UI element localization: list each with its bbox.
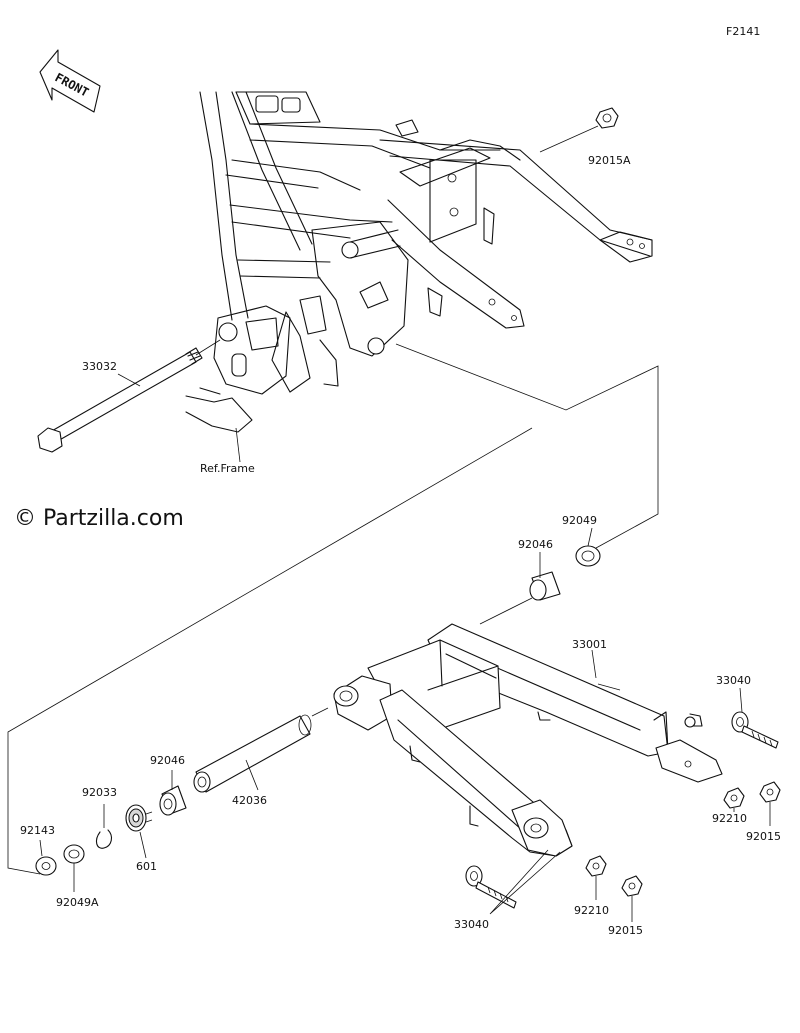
part-33032-pivot-shaft: 33032 [37,339,221,453]
frame-assembly: Ref.Frame [185,91,653,475]
part-92049A-seal: 92049A [56,844,99,909]
part-92049-seal-top: 92049 [562,514,601,567]
label-92210-right: 92210 [712,812,747,825]
part-92210-nut-bottom: 92210 [574,855,609,917]
label-92049: 92049 [562,514,597,527]
label-33040-right: 33040 [716,674,751,687]
part-601-bearing: 601 [125,804,157,873]
front-arrow-icon: FRONT [39,49,101,113]
label-601: 601 [136,860,157,873]
label-33001: 33001 [572,638,607,651]
label-92143: 92143 [20,824,55,837]
label-92210-bottom: 92210 [574,904,609,917]
part-92210-nut-right: 92210 [712,787,747,825]
part-33040-adjuster-bolt-bottom: 33040 [454,849,561,931]
part-33040-adjuster-bolt-right: 33040 [716,674,779,749]
watermark: © Partzilla.com [14,506,184,531]
label-42036: 42036 [232,794,267,807]
label-92049A: 92049A [56,896,99,909]
part-92143-collar: 92143 [20,824,57,876]
part-42036-collar: 42036 [193,707,329,807]
part-92015-nut-right: 92015 [746,781,781,843]
part-92046-bearing-left: 92046 [150,754,187,816]
label-92015A: 92015A [588,154,631,167]
part-33001-swingarm: 33001 [333,623,723,857]
label-33040-bottom: 33040 [454,918,489,931]
label-92046-left: 92046 [150,754,185,767]
part-92046-bearing-top: 92046 [479,538,561,625]
figure-code: F2141 [726,25,760,38]
part-92015A: 92015A [539,107,631,167]
part-92015-nut-bottom: 92015 [608,875,643,937]
label-92015-bottom: 92015 [608,924,643,937]
label-92046-top: 92046 [518,538,553,551]
ref-frame-label: Ref.Frame [200,462,255,475]
label-92033: 92033 [82,786,117,799]
exploded-view-bracket-lines [7,343,659,875]
label-33032: 33032 [82,360,117,373]
label-92015-right: 92015 [746,830,781,843]
part-92033-circlip: 92033 [82,786,117,849]
